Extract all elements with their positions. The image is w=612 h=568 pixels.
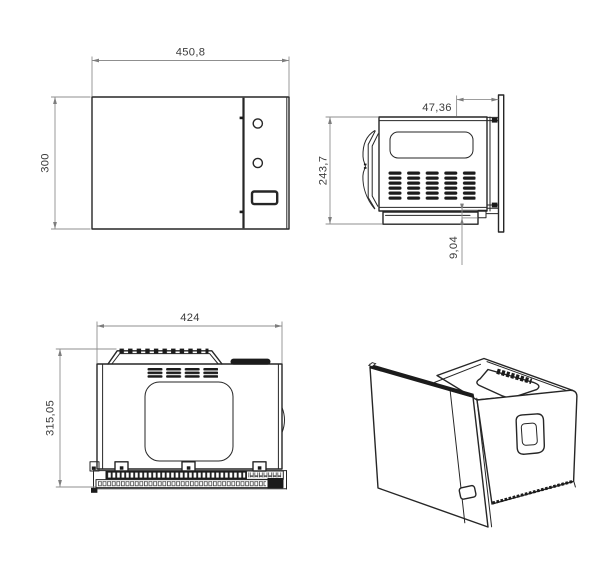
hinge-tick-top xyxy=(239,116,243,120)
top-depth-label: 315,05 xyxy=(44,400,56,436)
side-height-dimension: 243,7 xyxy=(318,116,383,225)
front-width-label: 450,8 xyxy=(176,47,206,59)
iso-handle-recess-inner xyxy=(520,422,538,446)
side-trim-brackets xyxy=(486,116,499,209)
top-width-dimension: 424 xyxy=(96,312,283,364)
side-front-trim xyxy=(497,94,505,233)
side-view: 47,36 243,7 9,04 xyxy=(318,94,505,265)
iso-panel-top-edge-band xyxy=(369,363,475,399)
iso-latch xyxy=(458,484,477,500)
iso-bottom-edge-hatch xyxy=(492,479,574,505)
front-width-dimension: 450,8 xyxy=(91,47,290,96)
cord-capsule xyxy=(230,358,271,365)
side-latch-arc xyxy=(281,407,285,433)
front-grille xyxy=(89,461,287,493)
side-trim-depth-dimension: 47,36 xyxy=(422,95,499,117)
top-body xyxy=(96,363,283,470)
hinge-tick-bottom xyxy=(239,210,243,214)
side-trim-depth-label: 47,36 xyxy=(422,102,452,114)
side-vent-grid xyxy=(388,171,476,200)
iso-handle-recess-outer xyxy=(515,413,546,455)
isometric-view xyxy=(367,357,578,528)
front-outline xyxy=(91,96,290,230)
side-base-label: 9,04 xyxy=(448,236,460,259)
top-depth-dimension: 315,05 xyxy=(44,348,117,488)
top-window xyxy=(144,381,234,462)
knob-lower xyxy=(252,157,264,169)
side-base-dimension: 9,04 xyxy=(448,203,478,265)
knob-upper xyxy=(252,118,264,129)
side-height-label: 243,7 xyxy=(318,156,330,186)
door-open-button xyxy=(250,190,279,206)
rear-duct-vents xyxy=(119,348,209,354)
iso-panel-divider xyxy=(449,390,466,524)
top-width-label: 424 xyxy=(180,312,200,324)
top-vent-clusters xyxy=(147,368,218,379)
iso-top-vents xyxy=(496,368,533,384)
front-view: 450,8 300 xyxy=(40,47,290,230)
side-recess xyxy=(389,131,474,159)
top-view: 424 315,05 xyxy=(44,312,287,493)
front-height-label: 300 xyxy=(40,153,52,173)
side-base-bar xyxy=(382,209,499,225)
front-height-dimension: 300 xyxy=(40,96,91,230)
side-door-profile xyxy=(362,130,379,210)
